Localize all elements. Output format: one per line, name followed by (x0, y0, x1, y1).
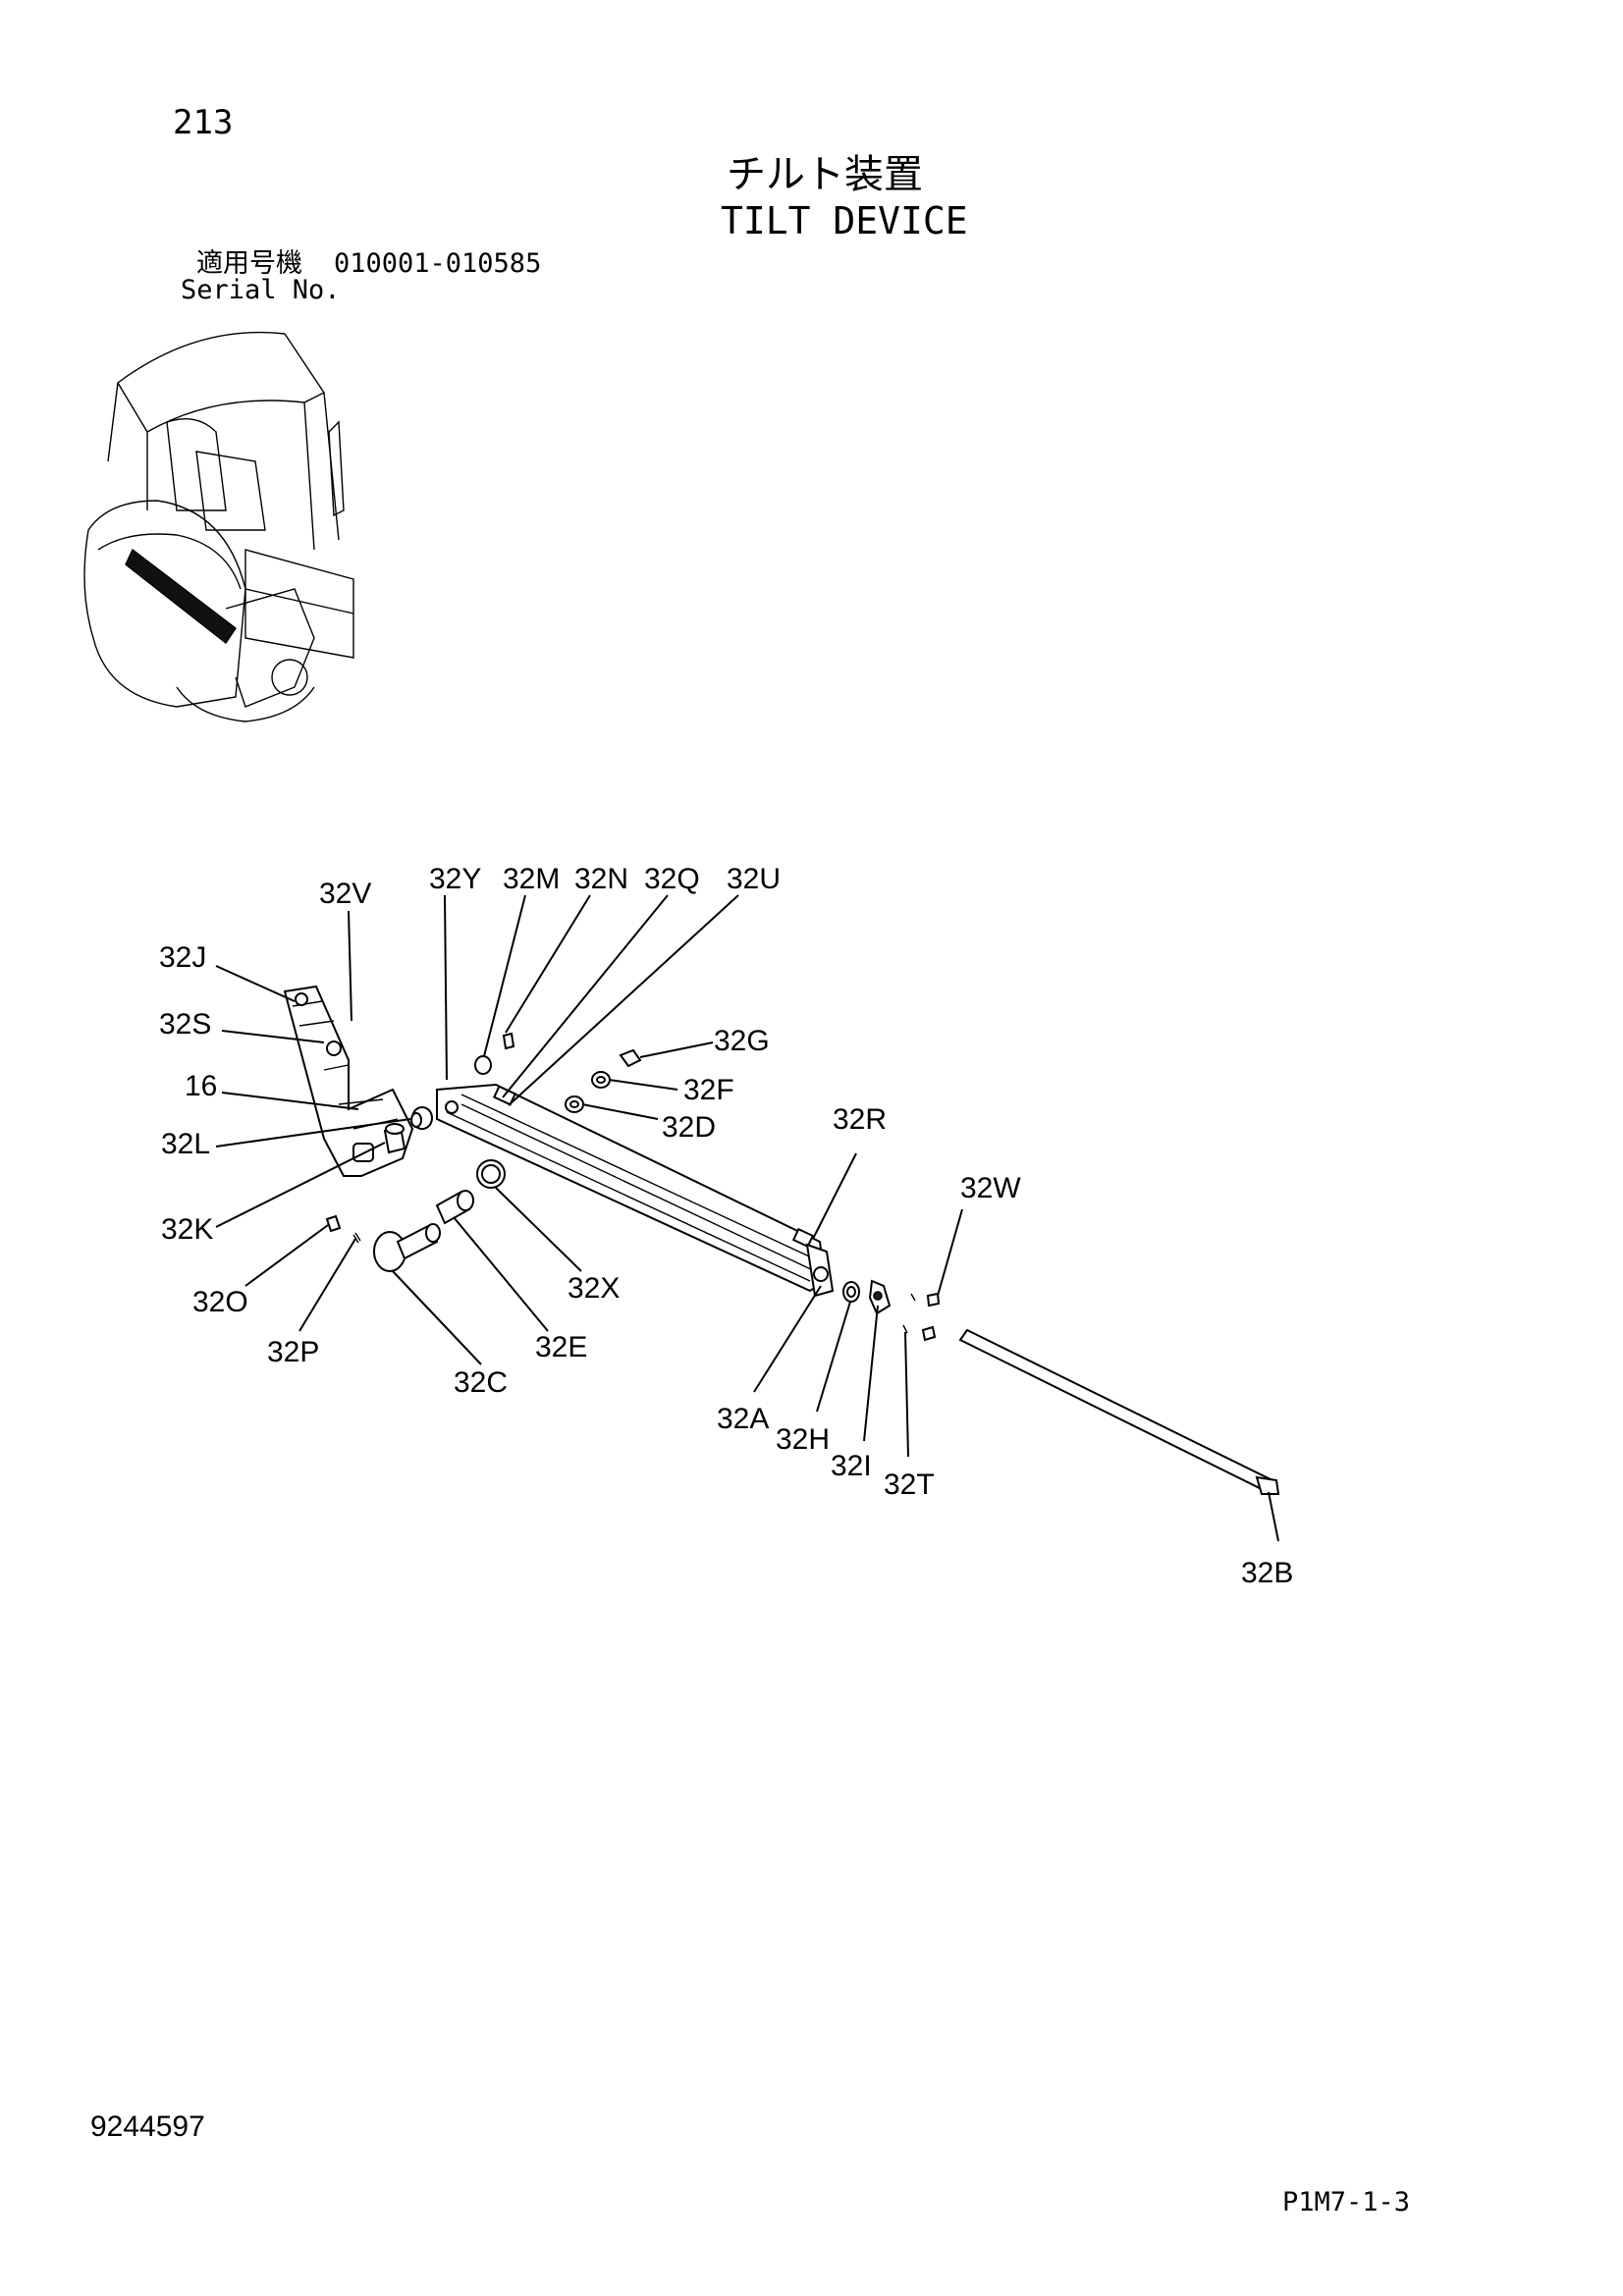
callout-32Q: 32Q (644, 863, 700, 895)
callout-32B: 32B (1241, 1557, 1293, 1589)
serial-range: 010001-010585 (334, 248, 542, 279)
callout-32C: 32C (454, 1366, 508, 1399)
callout-32S: 32S (159, 1008, 211, 1041)
callout-32L: 32L (161, 1128, 210, 1160)
page-title-en: TILT DEVICE (721, 199, 968, 242)
document-number: 9244597 (90, 2110, 205, 2143)
callout-32U: 32U (727, 863, 781, 895)
page-code: P1M7-1-3 (1282, 2187, 1411, 2217)
callout-32X: 32X (568, 1272, 620, 1305)
callout-32Y: 32Y (429, 863, 481, 895)
serial-label-jp: 適用号機 (196, 248, 302, 279)
callout-32J: 32J (159, 941, 206, 974)
callout-32T: 32T (884, 1468, 935, 1501)
callout-32W: 32W (960, 1172, 1021, 1204)
callout-32E: 32E (535, 1331, 587, 1363)
callout-32G: 32G (714, 1025, 770, 1057)
callout-32O: 32O (192, 1286, 248, 1318)
callout-32K: 32K (161, 1213, 213, 1246)
callout-32N: 32N (574, 863, 628, 895)
callout-32D: 32D (662, 1111, 716, 1144)
callout-32F: 32F (683, 1074, 734, 1106)
page-number: 213 (173, 103, 234, 142)
page-title-jp: チルト装置 (727, 152, 923, 197)
callout-32I: 32I (831, 1450, 872, 1482)
callout-32V: 32V (319, 878, 371, 910)
callout-32R: 32R (833, 1103, 887, 1136)
callout-32A: 32A (717, 1403, 769, 1435)
callout-32M: 32M (503, 863, 560, 895)
serial-label-en: Serial No. (181, 275, 341, 305)
callout-16: 16 (185, 1070, 217, 1102)
callout-32P: 32P (267, 1336, 319, 1368)
callout-32H: 32H (776, 1423, 830, 1456)
